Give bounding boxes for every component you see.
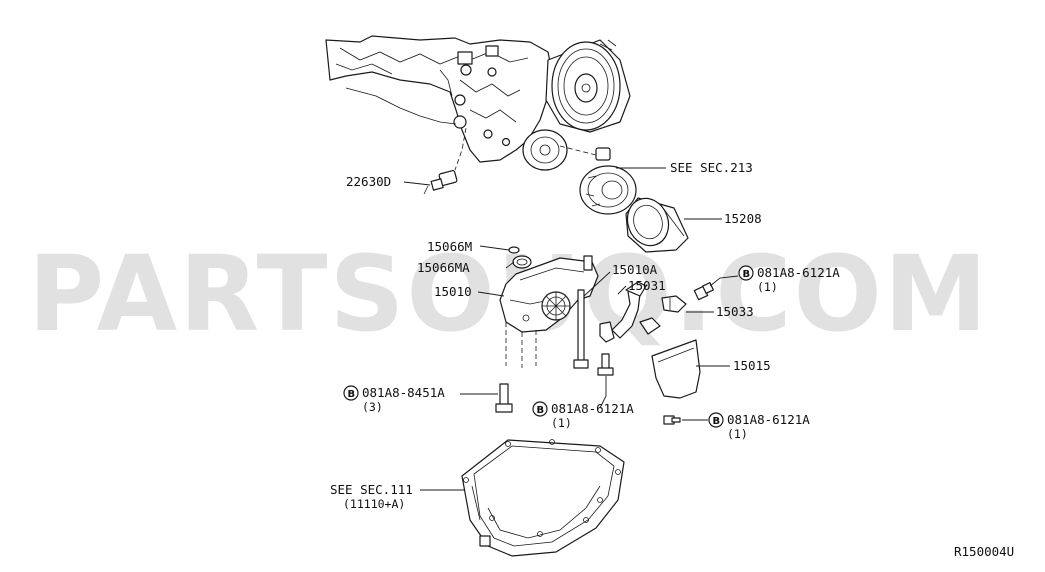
oil-filter: [625, 197, 689, 253]
engine-block: [325, 35, 553, 163]
idler-pulley: [522, 129, 568, 171]
label-15031: 15031: [628, 278, 666, 293]
bolt-marker-baffle: [708, 412, 724, 428]
label-15066ma: 15066MA: [417, 260, 470, 275]
oil-pan: [461, 439, 625, 557]
label-bolt-top-right: 081A8-6121A: [757, 265, 840, 280]
bolt-marker-center-letter: B: [537, 405, 545, 416]
label-15066m: 15066M: [427, 239, 472, 254]
label-15010a: 15010A: [612, 262, 658, 277]
center-bolt: [597, 353, 614, 376]
bolt-marker-top-right: [738, 265, 754, 281]
label-bolt-baffle-qty: (1): [727, 427, 748, 441]
bolt-marker-top-right-letter: B: [743, 269, 751, 280]
label-see-sec-111: SEE SEC.111: [330, 482, 413, 497]
label-15208: 15208: [724, 211, 762, 226]
label-see-sec-213: SEE SEC.213: [670, 160, 753, 175]
label-see-sec-111-ref: (11110+A): [343, 497, 405, 511]
bolt-marker-pump-letter: B: [348, 389, 356, 400]
bracket: [661, 295, 687, 313]
bolt-marker-pump: [343, 385, 359, 401]
pump-bolt: [495, 383, 513, 413]
pump-pin: [573, 289, 589, 369]
oil-pressure-switch: [423, 169, 458, 195]
bolt-marker-baffle-letter: B: [713, 416, 721, 427]
label-bolt-pump-qty: (3): [362, 400, 383, 414]
diagram-code: R150004U: [954, 544, 1014, 559]
washers: [508, 246, 532, 269]
oil-pump: [499, 255, 599, 368]
label-15033: 15033: [716, 304, 754, 319]
baffle-bolt: [663, 415, 681, 425]
label-bolt-center-qty: (1): [551, 416, 572, 430]
oil-strainer: [599, 281, 661, 343]
label-bolt-top-right-qty: (1): [757, 280, 778, 294]
bolt-marker-center: [532, 401, 548, 417]
label-22630d: 22630D: [346, 174, 391, 189]
label-bolt-baffle: 081A8-6121A: [727, 412, 810, 427]
label-bolt-pump: 081A8-8451A: [362, 385, 445, 400]
oil-cooler: [559, 145, 637, 215]
baffle: [651, 339, 701, 399]
crank-pulley: [545, 39, 631, 133]
label-15015: 15015: [733, 358, 771, 373]
label-15010: 15010: [434, 284, 472, 299]
label-bolt-center: 081A8-6121A: [551, 401, 634, 416]
